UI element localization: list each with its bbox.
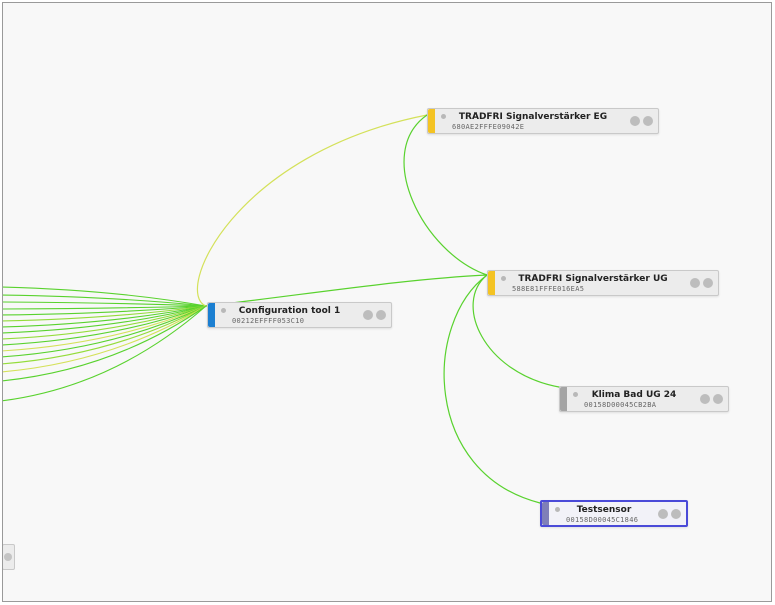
node-klima-bad-ug-24[interactable]: Klima Bad UG 24 00158D00045CB2BA [559, 386, 729, 412]
node-mac: 00158D00045C1846 [566, 516, 639, 524]
mesh-link [3, 301, 207, 307]
node-type-bar [428, 109, 435, 133]
circle-button-icon[interactable] [690, 278, 700, 288]
node-mac: 00158D00045CB2BA [584, 401, 657, 409]
mesh-link [3, 305, 207, 352]
link-tradfri-ug-to-klima [472, 274, 560, 388]
link-config-to-tradfri-eg [196, 114, 428, 307]
node-type-bar [542, 502, 549, 525]
link-tradfri-eg-to-tradfri-ug [403, 114, 488, 276]
circle-button-icon[interactable] [363, 310, 373, 320]
mesh-link [3, 305, 207, 373]
mesh-link [3, 305, 207, 310]
circle-button-icon[interactable] [671, 509, 681, 519]
node-type-bar [560, 387, 567, 411]
status-dot-icon [441, 114, 446, 119]
mesh-link [3, 305, 207, 402]
node-name: Klima Bad UG 24 [591, 390, 677, 400]
circle-button-icon[interactable] [376, 310, 386, 320]
mesh-link [3, 305, 207, 316]
node-name: TRÅDFRI Signalverstärker EG [458, 112, 608, 122]
circle-button-icon[interactable] [4, 553, 12, 561]
status-dot-icon [501, 276, 506, 281]
node-mac: 00212EFFFF053C10 [232, 317, 305, 325]
mesh-link [3, 305, 207, 346]
network-links [3, 114, 560, 504]
node-configuration-tool[interactable]: Configuration tool 1 00212EFFFF053C10 [207, 302, 392, 328]
node-mac: 588E81FFFE016EA5 [512, 285, 585, 293]
circle-button-icon[interactable] [643, 116, 653, 126]
offscreen-node[interactable] [3, 544, 15, 570]
mesh-link [3, 305, 207, 328]
circle-button-icon[interactable] [700, 394, 710, 404]
circle-button-icon[interactable] [703, 278, 713, 288]
mesh-link [3, 286, 207, 307]
node-name: TRÅDFRI Signalverstärker UG [518, 274, 668, 284]
mesh-link [3, 305, 207, 358]
mesh-link [3, 305, 207, 322]
circle-button-icon[interactable] [713, 394, 723, 404]
link-tradfri-ug-to-testsensor [443, 274, 541, 504]
mesh-link [3, 305, 207, 334]
mesh-link [3, 305, 207, 382]
node-tradfri-signalverstarker-ug[interactable]: TRÅDFRI Signalverstärker UG 588E81FFFE01… [487, 270, 719, 296]
status-dot-icon [573, 392, 578, 397]
mesh-link [3, 294, 207, 307]
node-name: Testsensor [576, 505, 632, 515]
node-mac: 680AE2FFFE09042E [452, 123, 525, 131]
status-dot-icon [221, 308, 226, 313]
circle-button-icon[interactable] [630, 116, 640, 126]
circle-button-icon[interactable] [658, 509, 668, 519]
node-type-bar [488, 271, 495, 295]
node-type-bar [208, 303, 215, 327]
mesh-link [3, 305, 207, 365]
node-testsensor[interactable]: Testsensor 00158D00045C1846 [540, 500, 688, 527]
node-tradfri-signalverstarker-eg[interactable]: TRÅDFRI Signalverstärker EG 680AE2FFFE09… [427, 108, 659, 134]
link-config-to-tradfri-ug [205, 274, 488, 307]
status-dot-icon [555, 507, 560, 512]
node-name: Configuration tool 1 [238, 306, 341, 316]
mesh-link [3, 305, 207, 340]
